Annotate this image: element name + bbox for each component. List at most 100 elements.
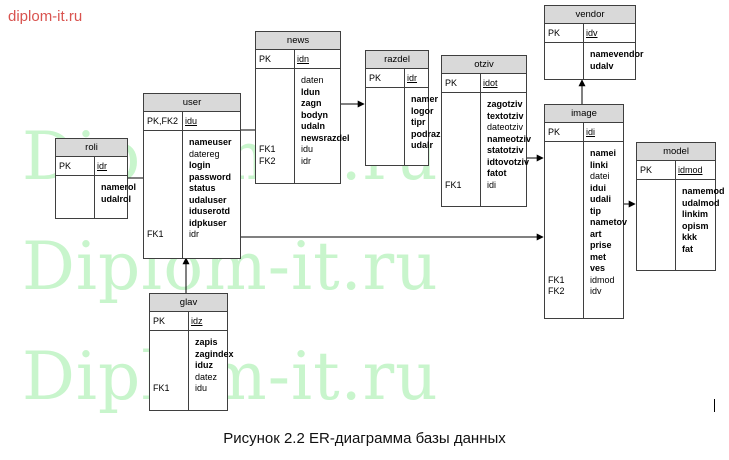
field-name: podraz (411, 128, 441, 139)
field-key (147, 218, 185, 230)
field-key (548, 160, 586, 172)
field-name: fat (682, 243, 693, 254)
field-name: idr (189, 229, 200, 239)
field-name: udali (590, 194, 612, 204)
pk-label: PK (640, 165, 653, 175)
field-name: password (189, 171, 232, 182)
field-key (369, 129, 407, 141)
field-key (640, 221, 678, 233)
pk-field: idu (185, 116, 198, 126)
field-key (548, 183, 586, 195)
pk-label: PK (153, 316, 166, 326)
field-key (445, 122, 483, 134)
field-key: FK1 (153, 383, 170, 393)
pk-label: PK (548, 28, 561, 38)
pk-row: PK idv (545, 24, 635, 43)
field-key (548, 61, 586, 73)
key-column (637, 186, 678, 255)
field-name: namevendor (590, 49, 644, 59)
field-name: opism (682, 220, 709, 231)
field-key (147, 195, 185, 207)
figure-caption: Рисунок 2.2 ER-диаграмма базы данных (223, 430, 506, 447)
field-key (153, 360, 191, 372)
field-name: ves (590, 263, 606, 273)
key-column (366, 94, 407, 152)
field-key (445, 168, 483, 180)
column-divider (404, 68, 405, 165)
column-divider (583, 122, 584, 318)
field-name: nameotziv (487, 133, 532, 144)
field-key (640, 186, 678, 198)
key-column (545, 49, 586, 72)
entity-title: model (637, 143, 715, 161)
field-name: udaln (301, 121, 325, 131)
field-name: idmod (590, 274, 615, 285)
field-name: namei (590, 148, 617, 158)
field-key (548, 217, 586, 229)
field-key (147, 206, 185, 218)
field-key: FK2 (548, 286, 565, 296)
field-name: linkim (682, 209, 709, 219)
field-key (548, 148, 586, 160)
field-key (147, 149, 185, 161)
field-name: logor (411, 105, 434, 116)
field-key (445, 99, 483, 111)
field-name: nametov (590, 217, 628, 227)
field-name: dateotziv (487, 122, 524, 132)
field-name: statotziv (487, 145, 524, 155)
field-name: art (590, 228, 602, 239)
field-key (640, 209, 678, 221)
field-name: idu (195, 383, 208, 393)
field-key (640, 232, 678, 244)
field-key (445, 157, 483, 169)
entity-title: vendor (545, 6, 635, 24)
field-key (259, 121, 297, 133)
field-key (259, 110, 297, 122)
field-key (640, 244, 678, 256)
field-key (147, 160, 185, 172)
field-name: fatot (487, 168, 507, 178)
field-name: prise (590, 240, 612, 250)
entity-title: otziv (442, 56, 526, 74)
key-column: FK1 (442, 99, 483, 191)
field-key (548, 171, 586, 183)
pk-field: idmod (678, 165, 703, 175)
field-name: newsrazdel (301, 132, 350, 143)
field-name: namemod (682, 186, 725, 196)
field-name: ldun (301, 86, 320, 97)
pk-label: PK (59, 161, 72, 171)
field-key (147, 183, 185, 195)
field-key (548, 206, 586, 218)
field-name: udalrol (101, 193, 132, 204)
field-name: textotziv (487, 110, 524, 121)
field-name: iduserotd (189, 206, 231, 216)
field-name: linki (590, 159, 609, 170)
column-divider (182, 111, 183, 258)
field-name: udalmod (682, 197, 720, 208)
field-name: datez (195, 371, 218, 382)
field-name: namer (411, 94, 439, 104)
field-name: idv (590, 286, 602, 296)
field-key (153, 337, 191, 349)
site-logo-watermark: diplom-it.ru (8, 8, 83, 25)
field-key (259, 133, 297, 145)
column-divider (188, 311, 189, 410)
pk-field: idv (586, 28, 598, 38)
